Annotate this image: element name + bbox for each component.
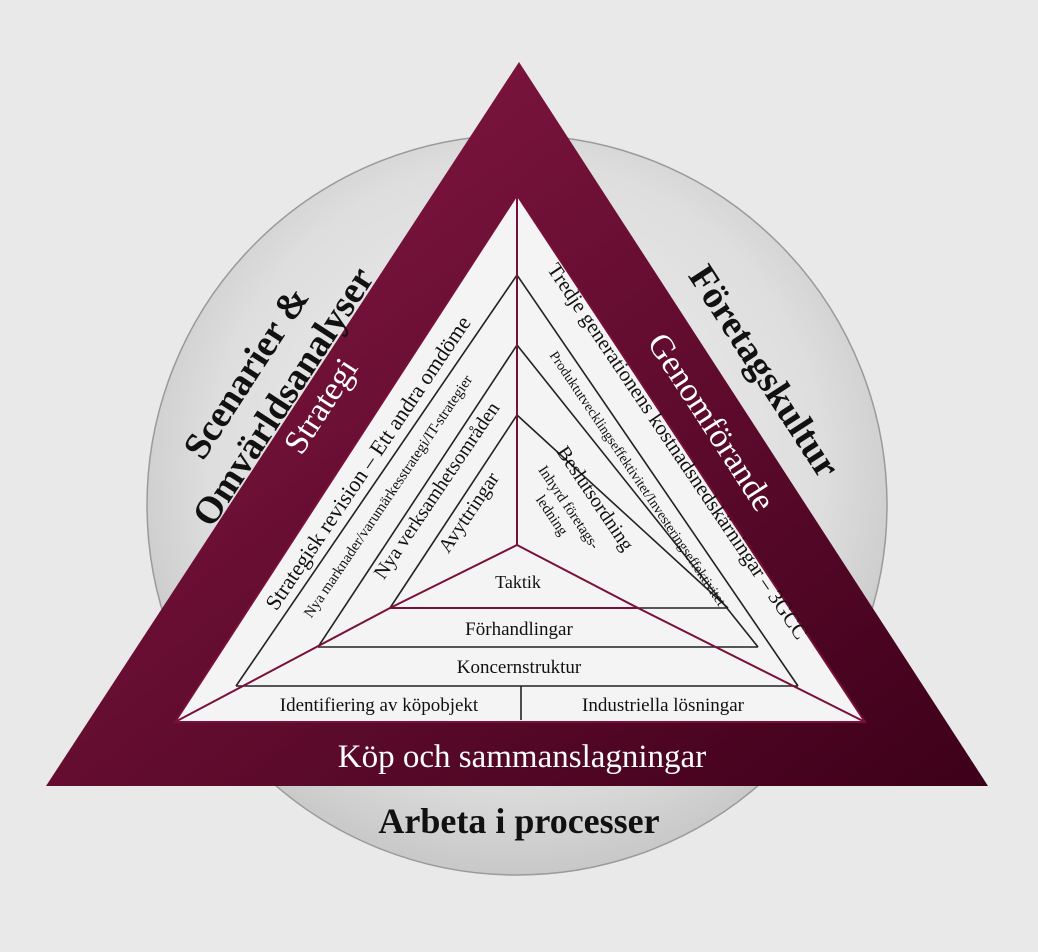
bottom-row2: Förhandlingar xyxy=(465,619,573,640)
divider-left xyxy=(174,607,391,723)
outer-bottom-label: Arbeta i processer xyxy=(378,801,659,841)
inner-triangle xyxy=(173,193,867,723)
bottom-row4-right: Industriella lösningar xyxy=(582,695,745,716)
bottom-row1: Taktik xyxy=(495,572,541,592)
band-bottom-label: Köp och sammanslagningar xyxy=(338,739,706,775)
bottom-row3: Koncernstruktur xyxy=(457,657,582,678)
center-triangle xyxy=(389,543,639,609)
bottom-row4-left: Identifiering av köpobjekt xyxy=(280,695,479,716)
divider-right xyxy=(637,607,866,723)
section-dividers xyxy=(174,195,866,723)
